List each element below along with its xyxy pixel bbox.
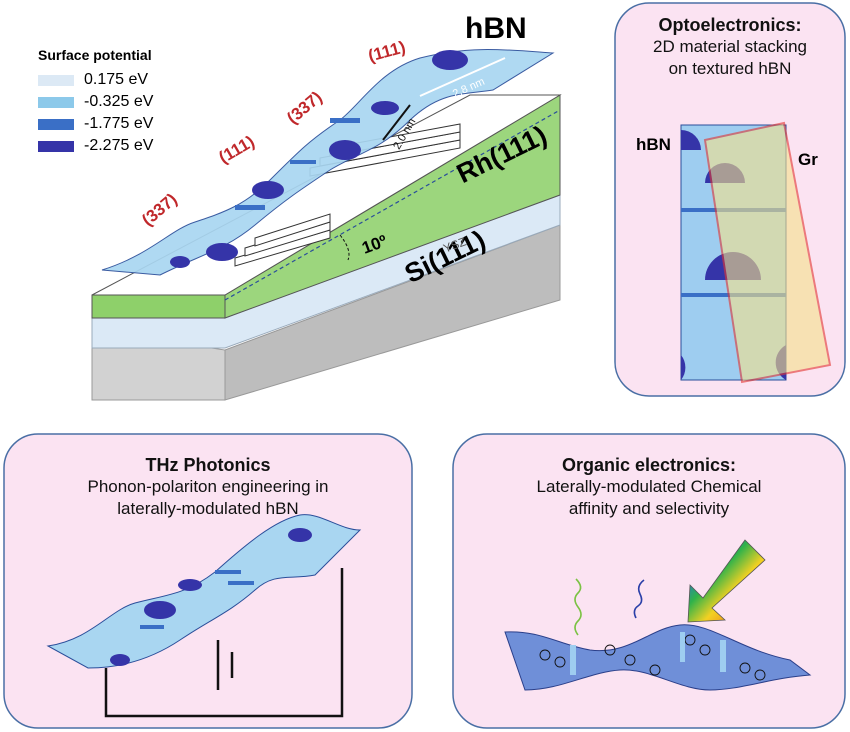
surface-potential-legend: Surface potential 0.175 eV -0.325 eV -1.…	[38, 47, 153, 157]
graphene-sheet	[703, 121, 832, 384]
emission-green-icon	[574, 578, 582, 636]
opto-title: Optoelectronics:	[658, 15, 802, 35]
organic-text: Organic electronics: Laterally-modulated…	[453, 455, 845, 520]
organic-title: Organic electronics:	[561, 455, 737, 475]
dim-arrow-b	[382, 104, 411, 141]
opto-line2: on textured hBN	[668, 59, 792, 78]
thz-line1: Phonon-polariton engineering in	[87, 477, 329, 496]
legend-item: -2.275 eV	[38, 135, 153, 157]
legend-title: Surface potential	[38, 47, 152, 63]
thz-circuit-wire	[104, 568, 344, 718]
opto-text: Optoelectronics: 2D material stacking on…	[615, 15, 845, 80]
legend-item: -1.775 eV	[38, 113, 153, 135]
organic-line2: affinity and selectivity	[568, 499, 730, 518]
opto-gr-label: Gr	[798, 150, 818, 169]
legend-item: -0.325 eV	[38, 91, 153, 113]
light-arrow-icon	[687, 539, 766, 623]
legend-item: 0.175 eV	[38, 69, 153, 91]
legend-swatch	[38, 140, 74, 152]
legend-swatch	[38, 96, 74, 108]
legend-swatch	[38, 118, 74, 130]
si-substrate-side	[224, 224, 561, 401]
hbn-label: hBN	[465, 12, 527, 45]
thz-stripes	[140, 570, 254, 629]
hbn-domains	[170, 50, 468, 268]
organic-line1: Laterally-modulated Chemical	[536, 477, 762, 496]
thz-domains	[110, 528, 312, 666]
thz-line2: laterally-modulated hBN	[117, 499, 299, 518]
thz-hbn-sheet	[46, 514, 362, 669]
organic-stripes	[570, 632, 726, 675]
emission-blue-icon	[633, 579, 645, 619]
angle-arc	[339, 234, 350, 261]
opto-line1: 2D material stacking	[652, 37, 807, 56]
opto-hbn-label: hBN	[636, 135, 671, 154]
organic-hbn-sheet	[504, 624, 812, 691]
thz-text: THz Photonics Phonon-polariton engineeri…	[4, 455, 412, 520]
tilt-guide-line	[224, 109, 561, 301]
hbn-stripes	[235, 118, 360, 210]
thz-title: THz Photonics	[145, 455, 271, 475]
dim-arrow-a	[419, 57, 506, 97]
legend-swatch	[38, 74, 74, 86]
